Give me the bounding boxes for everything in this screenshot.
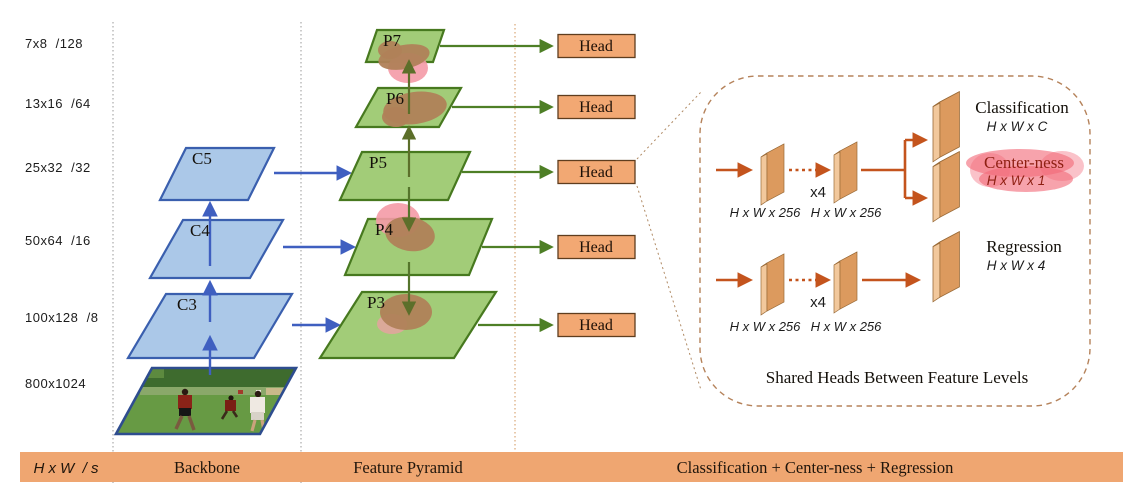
backbone-c5 (158, 146, 276, 202)
pyramid-p5 (338, 150, 472, 202)
output-slab-regression (932, 231, 960, 303)
panel-reg-dim1-label: H x W x 256 (730, 319, 802, 334)
blob-p6-brown2 (382, 107, 410, 127)
head-box-p6-label: Head (579, 99, 613, 116)
label-p5: P5 (369, 153, 387, 172)
shared-heads-panel: x4 H x W x 256 H x W x 256 x4 H x W x 25… (716, 91, 1084, 387)
panel-reg-x4-label: x4 (810, 294, 826, 311)
axis-label-p4: 50x64 /16 (25, 233, 91, 248)
centerness-title: Center-ness (984, 153, 1064, 172)
head-box-p7 (557, 33, 636, 59)
conv-slab-reg-1 (760, 253, 785, 316)
conv-slab-reg-2 (833, 251, 858, 314)
axis-label-input: 800x1024 (25, 376, 86, 391)
photo-person-middle (220, 395, 239, 420)
label-p3: P3 (367, 293, 385, 312)
classification-title: Classification (975, 98, 1069, 117)
label-c3: C3 (177, 295, 197, 314)
axis-label-p7: 7x8 /128 (25, 36, 83, 51)
panel-cls-split-bracket (861, 140, 907, 198)
panel-cls-x4-label: x4 (810, 184, 826, 201)
photo-horizon (140, 387, 296, 395)
level-labels: C5 C4 C3 P7 P6 P5 P4 P3 (177, 31, 404, 314)
photo-person-left (174, 388, 196, 431)
head-box-p7-label: Head (579, 38, 613, 55)
classification-dims: H x W x C (987, 119, 1048, 134)
centerness-dims: H x W x 1 (987, 173, 1046, 188)
head-box-p5-label: Head (579, 164, 613, 181)
zoom-connector-bottom (636, 185, 702, 391)
input-image (113, 366, 299, 436)
panel-reg-dim2-label: H x W x 256 (811, 319, 883, 334)
backbone-c3 (126, 292, 294, 360)
regression-dims: H x W x 4 (987, 258, 1046, 273)
panel-cls-dim1-label: H x W x 256 (730, 205, 802, 220)
label-c5: C5 (192, 149, 212, 168)
blob-p7-brown2 (378, 41, 402, 59)
input-photo-content (116, 368, 296, 434)
axis-label-p5: 25x32 /32 (25, 160, 91, 175)
bottom-bar-backbone-label: Backbone (174, 458, 240, 477)
input-photo-border (113, 366, 299, 436)
regression-title: Regression (986, 237, 1062, 256)
head-boxes: Head Head Head Head Head (557, 33, 636, 338)
blob-p4-brown (385, 216, 435, 252)
head-box-p4 (557, 234, 636, 260)
label-c4: C4 (190, 221, 210, 240)
label-p4: P4 (375, 220, 393, 239)
conv-slab-cls-1 (760, 143, 785, 206)
label-p7: P7 (383, 31, 401, 50)
head-box-p5 (557, 159, 636, 185)
head-box-p4-label: Head (579, 239, 613, 256)
shared-heads-caption: Shared Heads Between Feature Levels (766, 368, 1028, 387)
backbone-c4 (148, 218, 285, 280)
conv-slab-cls-2 (833, 141, 858, 204)
centerness-highlight-blob4 (979, 166, 1073, 192)
blob-p3-brown (380, 294, 432, 330)
head-box-p3-label: Head (579, 317, 613, 334)
axis-label-p3: 100x128 /8 (25, 310, 98, 325)
bottom-bar-dims-label: H x W / s (34, 460, 99, 477)
axis-label-p6: 13x16 /64 (25, 96, 91, 111)
photo-speck-red (238, 390, 243, 394)
bottom-bar (20, 452, 1123, 482)
left-axis: 7x8 /128 13x16 /64 25x32 /32 50x64 /16 1… (25, 36, 98, 391)
photo-tents (266, 388, 296, 395)
bottom-bar-heads-label: Classification + Center-ness + Regressio… (677, 458, 954, 477)
photo-trees-light (116, 368, 164, 378)
zoom-connector-top (636, 91, 702, 160)
label-p6: P6 (386, 89, 404, 108)
panel-cls-dim2-label: H x W x 256 (811, 205, 883, 220)
centerness-highlight (966, 149, 1084, 192)
output-slab-centerness (932, 151, 960, 223)
output-slab-classification (932, 91, 960, 163)
shared-heads-panel-border (699, 75, 1091, 407)
photo-person-right (250, 390, 266, 432)
bottom-bar-feature-pyramid-label: Feature Pyramid (353, 458, 463, 477)
head-box-p3 (557, 312, 636, 338)
head-box-p6 (557, 94, 636, 120)
